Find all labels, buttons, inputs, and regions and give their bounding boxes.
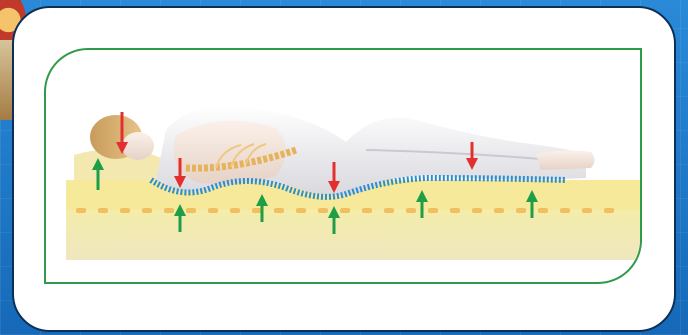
mattress-illustration	[46, 50, 640, 282]
bare-back	[174, 120, 287, 184]
feet	[536, 150, 595, 170]
